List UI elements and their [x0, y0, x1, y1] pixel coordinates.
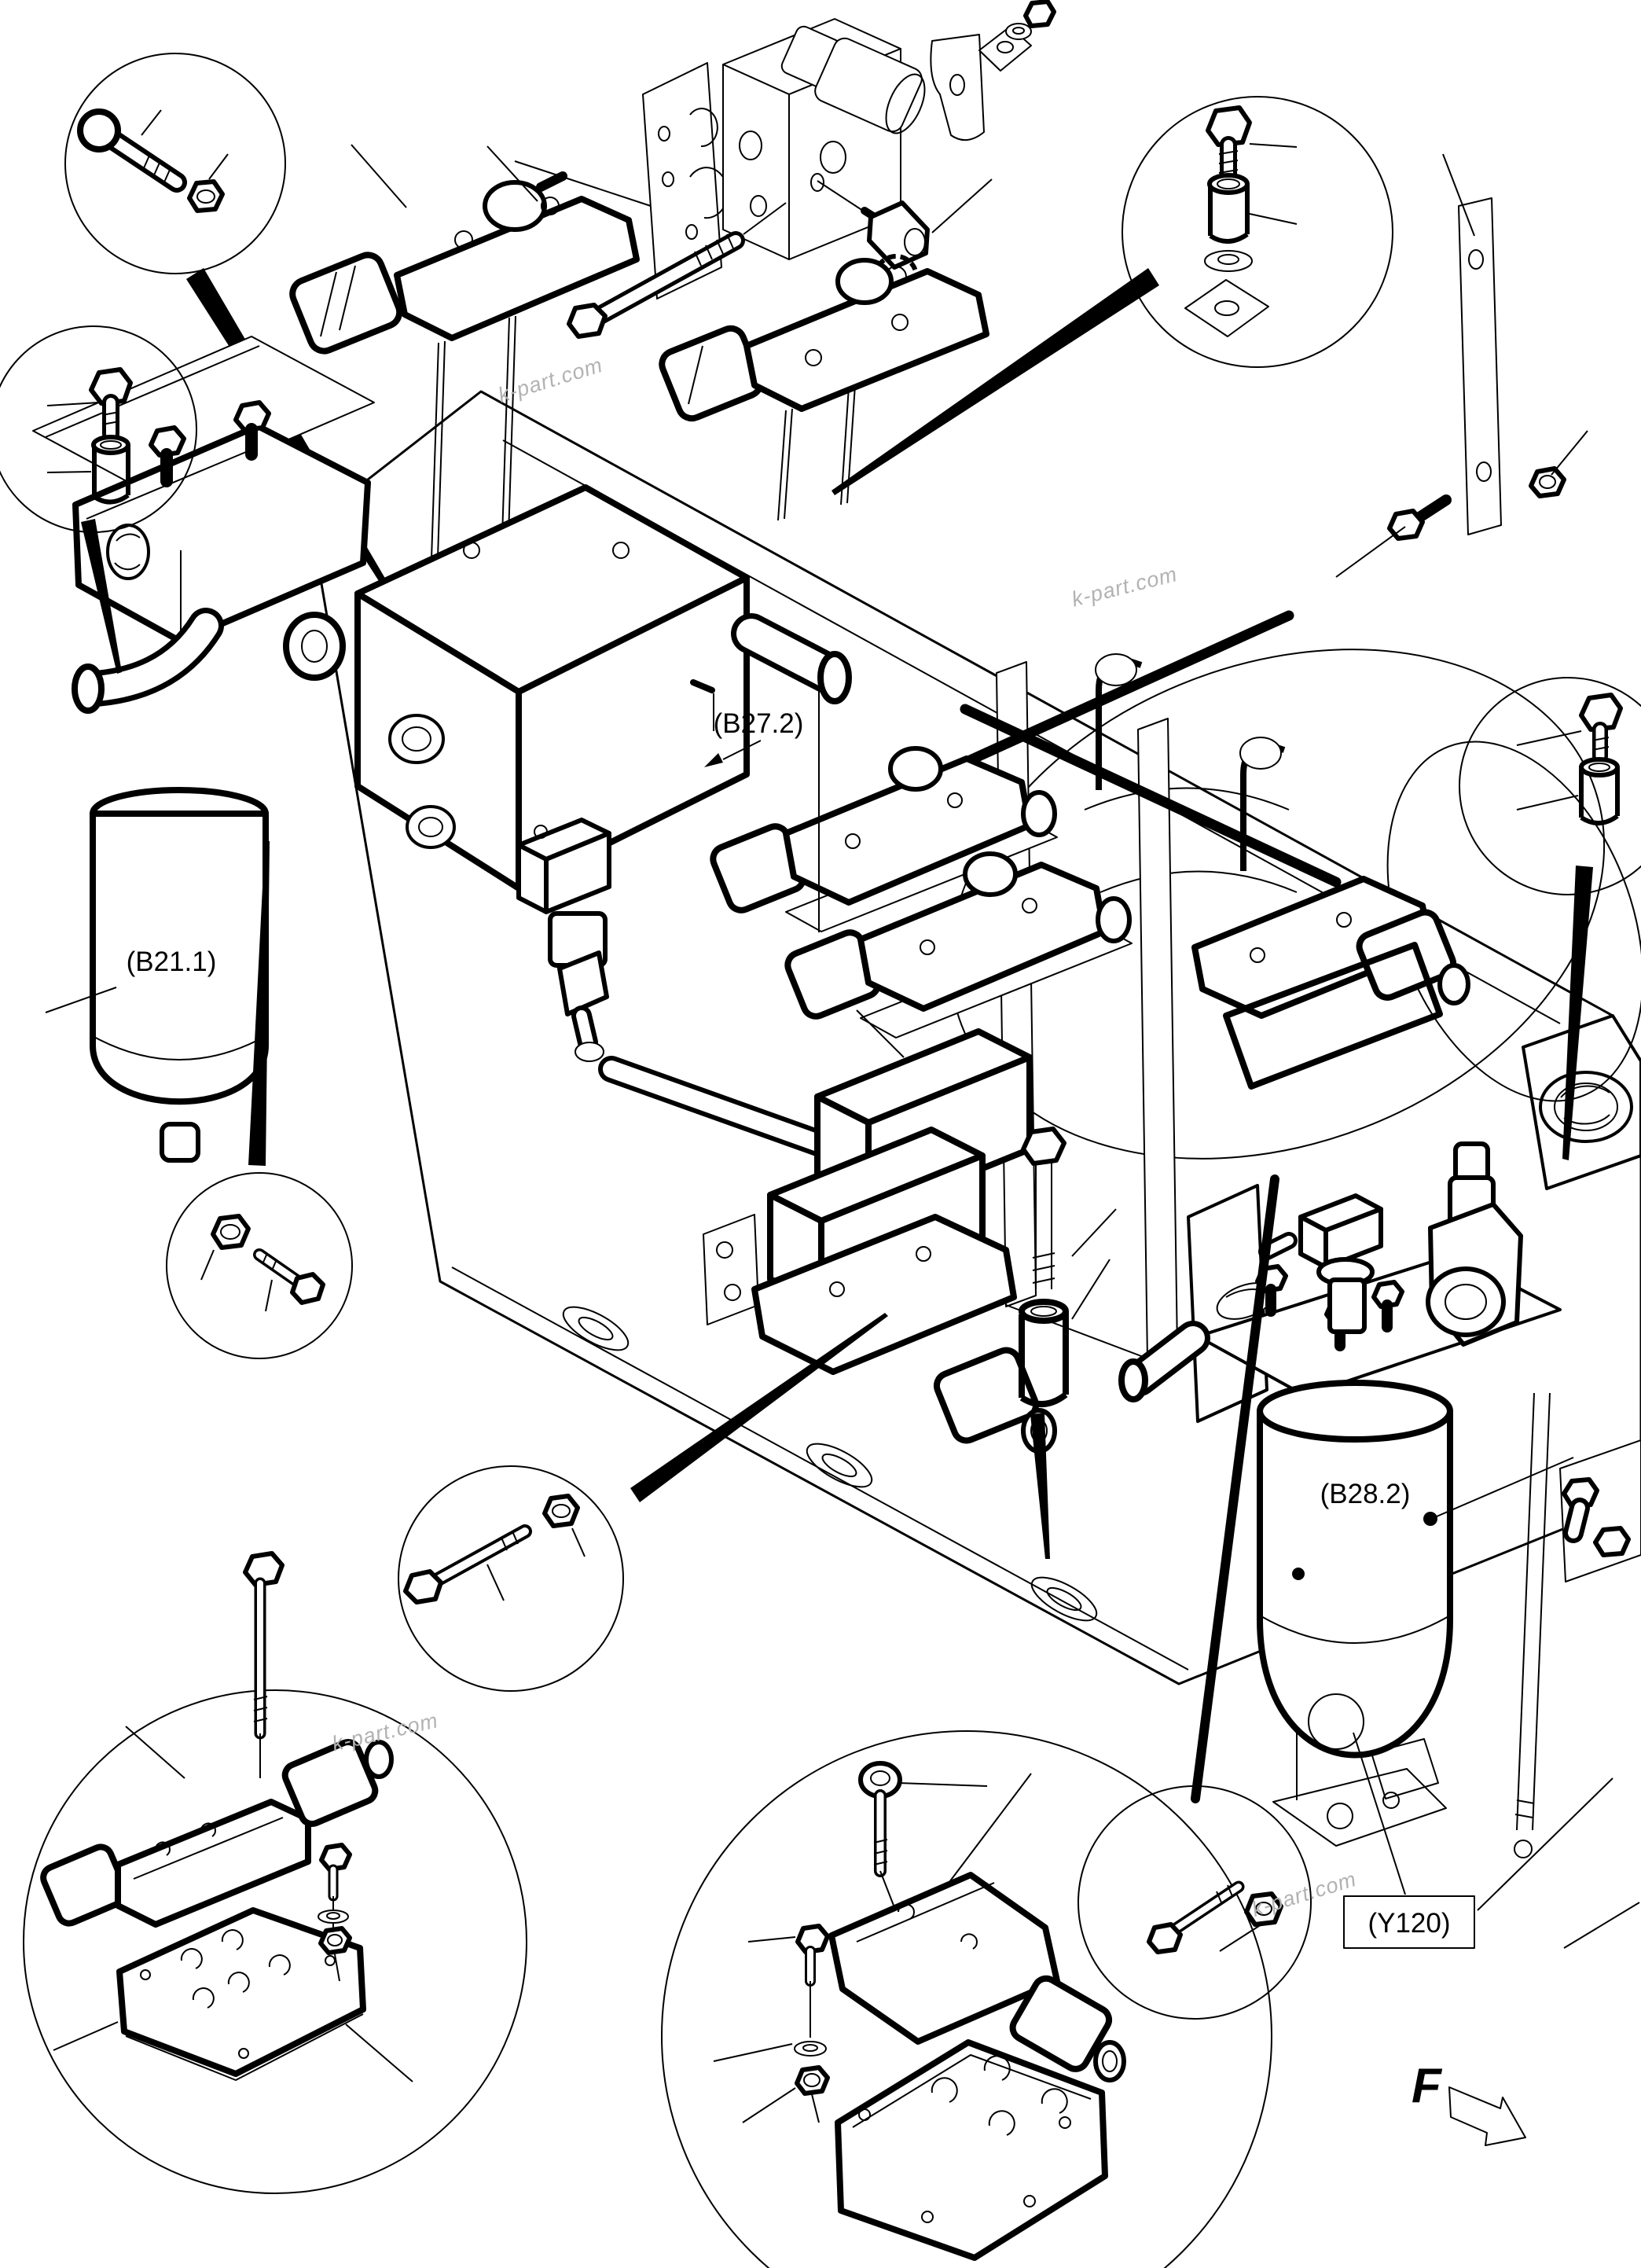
label-b21: (B21.1) [127, 947, 217, 977]
lifting-eye [283, 612, 346, 681]
bolt [149, 425, 186, 487]
callout-dot [1292, 1568, 1305, 1580]
connector-dome [888, 746, 943, 792]
nut [187, 179, 225, 213]
valve-top-left [289, 171, 640, 584]
plate-slot [806, 1443, 873, 1488]
spacer-bushing [1019, 1299, 1069, 1408]
washer [1005, 23, 1032, 40]
bolt-and-spacer [1019, 1127, 1069, 1408]
leader-lines-thin [45, 144, 1640, 1949]
watermark-text: k-part.com [1249, 1867, 1359, 1921]
callout-bottom-left [23, 1551, 527, 2194]
stack-valve-body [751, 1214, 1017, 1375]
bracket-plate [1137, 718, 1178, 1361]
long-bolt [403, 1524, 532, 1605]
bolt [89, 367, 133, 443]
valve-drum [1191, 876, 1470, 1090]
relief-valve [1426, 1141, 1523, 1347]
label-b27: (B27.2) [714, 708, 804, 739]
callout-dot [1423, 1512, 1437, 1526]
nut [1023, 0, 1056, 28]
direction-arrow-icon [1448, 2086, 1526, 2146]
nut [542, 1494, 580, 1528]
callout-bottom-mid-left [398, 1313, 888, 1692]
callout-bottom-middle [661, 1730, 1272, 2268]
mount-bracket [930, 34, 985, 141]
valve-bracket [1223, 942, 1443, 1090]
valve-stack [598, 1028, 1057, 1454]
hose-stub [1118, 1321, 1210, 1402]
callout-top-left [64, 53, 286, 274]
subplate [116, 1907, 366, 2081]
label-y120-box: (Y120) [1343, 1895, 1475, 1949]
nut [1244, 1891, 1283, 1927]
connector-dome [483, 180, 547, 232]
directional-valve [828, 1872, 1126, 2082]
plate-slot [562, 1306, 630, 1351]
direction-marker: F [1412, 2059, 1526, 2146]
bolt [1579, 693, 1623, 764]
spacer-bushing [1207, 173, 1250, 244]
solenoid-coil [933, 1347, 1040, 1444]
callout-left [0, 325, 197, 674]
filter-b21: (B21.1) [32, 336, 375, 1163]
bolt [1147, 1880, 1245, 1954]
plate-slot [1030, 1576, 1098, 1622]
callout-bottom-right [1077, 1785, 1312, 2020]
socket-bolt [77, 108, 187, 193]
level-sensor [1258, 1193, 1383, 1334]
label-y120: (Y120) [1368, 1908, 1450, 1939]
long-bolt [243, 1551, 285, 1778]
filter-canister-b28 [1257, 1380, 1453, 1800]
stay-rod [1514, 1392, 1551, 1858]
long-bolt [567, 231, 745, 339]
watermark-text: k-part.com [495, 353, 605, 407]
bolt [1206, 105, 1252, 183]
callout-mid-left [166, 841, 353, 1359]
subplate [835, 2039, 1108, 2261]
callout-right [1459, 677, 1641, 895]
solenoid-coil [659, 325, 764, 422]
side-bracket [703, 1214, 759, 1325]
outlet-stub [731, 613, 852, 704]
mount-bar [1387, 197, 1566, 541]
valve-mid-1 [710, 746, 1058, 932]
valve-mid-2 [784, 851, 1133, 1038]
bolt-head [567, 303, 608, 339]
port-fitting-block [1559, 1439, 1641, 1582]
direction-letter: F [1412, 2059, 1443, 2113]
y120-assembly [1272, 1768, 1447, 1847]
valve-top-center [659, 258, 989, 521]
square-plate [1184, 279, 1269, 337]
solenoid-coil [1356, 909, 1457, 1001]
connector-dome [835, 258, 894, 305]
watermark-text: k-part.com [1069, 562, 1180, 611]
label-b28: (B28.2) [1320, 1479, 1411, 1509]
plate-port-boss [1522, 1014, 1641, 1190]
solenoid-tube [780, 25, 926, 134]
bolt [233, 400, 271, 461]
washer [1204, 250, 1253, 272]
callout-top-right [1122, 96, 1393, 368]
nut [1529, 466, 1566, 498]
directional-valve [40, 1739, 394, 1928]
manifold-block [354, 484, 852, 891]
leader-lines-thick-over [1030, 866, 1593, 1803]
cartridge-valve [516, 818, 611, 1062]
hose-elbow [72, 608, 224, 714]
connector-dome [963, 851, 1018, 897]
spacer-bushing [1579, 757, 1620, 825]
bolt [253, 1248, 325, 1305]
nut [211, 1214, 251, 1250]
bolt-washer-nut [318, 1843, 352, 1982]
spacer-bushing [91, 435, 130, 505]
bolt-washer-nut [794, 1924, 830, 2123]
port-block-assembly [642, 0, 1056, 300]
socket-bolt-long [858, 1761, 903, 1928]
bolt [1371, 1280, 1404, 1332]
